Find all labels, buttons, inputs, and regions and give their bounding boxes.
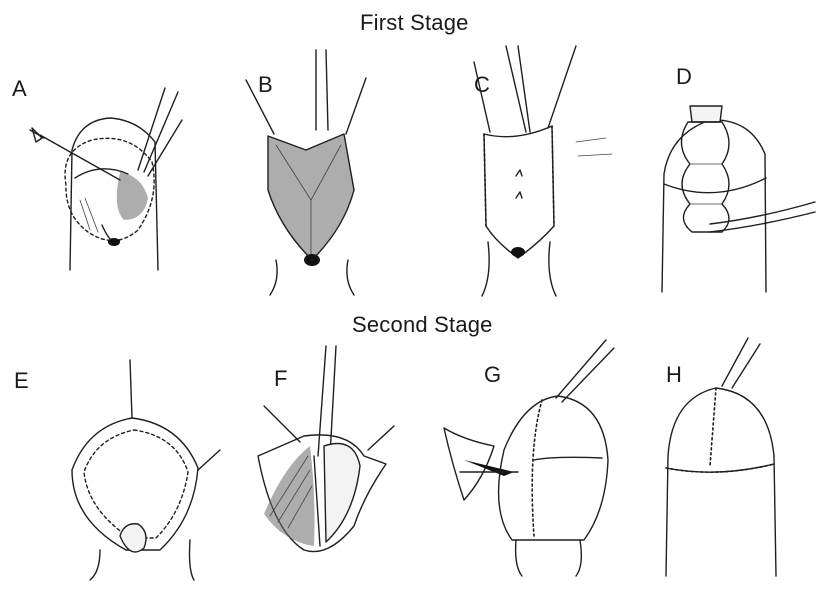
illustration-f (244, 346, 424, 568)
illustration-h (656, 336, 816, 576)
illustration-a (20, 80, 200, 280)
illustration-e (60, 360, 230, 580)
illustration-c (456, 46, 636, 300)
illustration-d (640, 94, 815, 294)
second-stage-title: Second Stage (352, 312, 493, 338)
illustration-g (434, 340, 634, 576)
illustration-b (236, 50, 376, 300)
first-stage-title: First Stage (360, 10, 469, 36)
panel-label-e: E (14, 368, 29, 394)
panel-label-d: D (676, 64, 692, 90)
